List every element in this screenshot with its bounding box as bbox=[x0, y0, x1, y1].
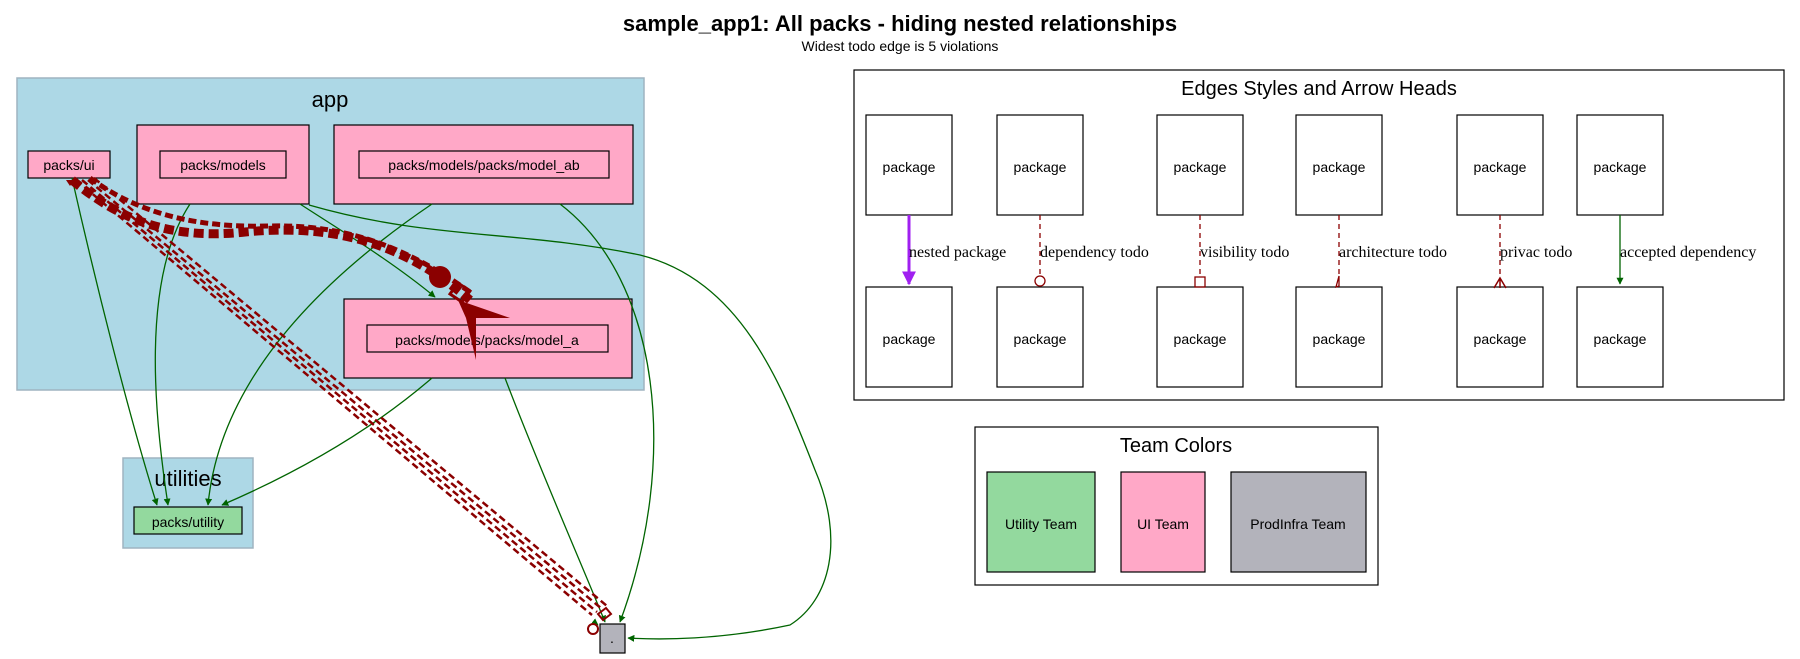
svg-text:packs/utility: packs/utility bbox=[152, 514, 224, 530]
odot-head-root bbox=[587, 623, 599, 635]
legend-item-architecture-todo: package package architecture todo bbox=[1295, 114, 1447, 388]
diagram-subtitle: Widest todo edge is 5 violations bbox=[802, 38, 999, 54]
team-swatch-utility: Utility Team bbox=[986, 471, 1096, 573]
edge-models-to-root bbox=[308, 204, 832, 642]
svg-text:ProdInfra Team: ProdInfra Team bbox=[1250, 516, 1345, 532]
legend-item-privac-todo: package package privac todo bbox=[1456, 114, 1572, 388]
svg-text:package: package bbox=[1594, 331, 1647, 347]
odot-head-model-a bbox=[429, 266, 451, 288]
todo-edge-ui-to-root-1 bbox=[75, 179, 593, 616]
legend-item-accepted-dependency: package package accepted dependency bbox=[1576, 114, 1756, 388]
todo-arrowheads bbox=[66, 180, 613, 635]
legend-label-dependency-todo: dependency todo bbox=[1040, 244, 1149, 261]
legend-teams: Team Colors Utility Team UI Team ProdInf… bbox=[974, 426, 1379, 586]
todo-edge-ui-to-root-3 bbox=[87, 179, 603, 610]
node-packs-ui[interactable]: packs/ui bbox=[27, 150, 111, 179]
diagram-title: sample_app1: All packs - hiding nested r… bbox=[623, 11, 1177, 36]
svg-text:package: package bbox=[1474, 159, 1527, 175]
node-root[interactable]: . bbox=[599, 623, 626, 654]
todo-edge-ui-to-root-4 bbox=[93, 177, 608, 607]
legend-teams-title: Team Colors bbox=[1120, 435, 1232, 457]
legend-label-architecture-todo: architecture todo bbox=[1339, 244, 1447, 261]
legend-item-nested-package: package package nested package bbox=[865, 114, 1006, 388]
legend-label-accepted-dependency: accepted dependency bbox=[1620, 244, 1756, 261]
svg-text:Utility Team: Utility Team bbox=[1005, 516, 1077, 532]
legend-edges-title: Edges Styles and Arrow Heads bbox=[1181, 78, 1457, 100]
cluster-app-label: app bbox=[312, 87, 349, 112]
svg-text:packs/models/packs/model_a: packs/models/packs/model_a bbox=[395, 332, 579, 348]
todo-edge-ui-to-root-2 bbox=[81, 179, 598, 613]
svg-text:package: package bbox=[1474, 331, 1527, 347]
svg-text:package: package bbox=[1174, 159, 1227, 175]
svg-text:packs/models/packs/model_ab: packs/models/packs/model_ab bbox=[388, 157, 580, 173]
legend-label-privac-todo: privac todo bbox=[1500, 244, 1572, 261]
edge-models-to-model-a bbox=[299, 203, 436, 298]
todo-edge-ui-to-model-a-medium bbox=[88, 175, 472, 295]
node-packs-model-ab[interactable]: packs/models/packs/model_ab bbox=[333, 124, 634, 205]
edge-ui-to-utility bbox=[71, 177, 159, 506]
legend-item-visibility-todo: package package visibility todo bbox=[1156, 114, 1289, 388]
svg-text:package: package bbox=[1014, 331, 1067, 347]
svg-text:package: package bbox=[1313, 331, 1366, 347]
svg-text:.: . bbox=[610, 630, 614, 646]
team-swatch-prodinfra: ProdInfra Team bbox=[1230, 471, 1367, 573]
obox-head-root bbox=[596, 606, 613, 622]
svg-text:package: package bbox=[1313, 159, 1366, 175]
legend-item-dependency-todo: package package dependency todo bbox=[996, 114, 1149, 388]
svg-text:package: package bbox=[883, 331, 936, 347]
ui-todo-origin-mark bbox=[66, 180, 74, 186]
svg-text:package: package bbox=[883, 159, 936, 175]
team-swatch-ui: UI Team bbox=[1120, 471, 1206, 573]
legend-label-visibility-todo: visibility todo bbox=[1200, 244, 1289, 261]
svg-text:package: package bbox=[1174, 331, 1227, 347]
node-packs-utility[interactable]: packs/utility bbox=[133, 506, 243, 535]
legend-label-nested-package: nested package bbox=[909, 244, 1006, 261]
edge-models-to-utility bbox=[154, 203, 191, 506]
svg-text:packs/ui: packs/ui bbox=[43, 157, 94, 173]
svg-text:package: package bbox=[1594, 159, 1647, 175]
edge-model-a-to-utility bbox=[221, 377, 433, 506]
crow-head-model-a bbox=[458, 300, 510, 360]
svg-text:UI Team: UI Team bbox=[1137, 516, 1189, 532]
svg-text:package: package bbox=[1014, 159, 1067, 175]
todo-edge-ui-to-model-a-wide bbox=[69, 176, 473, 304]
svg-text:packs/models: packs/models bbox=[180, 157, 266, 173]
node-packs-models[interactable]: packs/models bbox=[136, 124, 310, 205]
edge-model-ab-to-root bbox=[559, 203, 655, 623]
todo-edges bbox=[69, 175, 608, 616]
legend-edges: Edges Styles and Arrow Heads package pac… bbox=[853, 69, 1785, 401]
